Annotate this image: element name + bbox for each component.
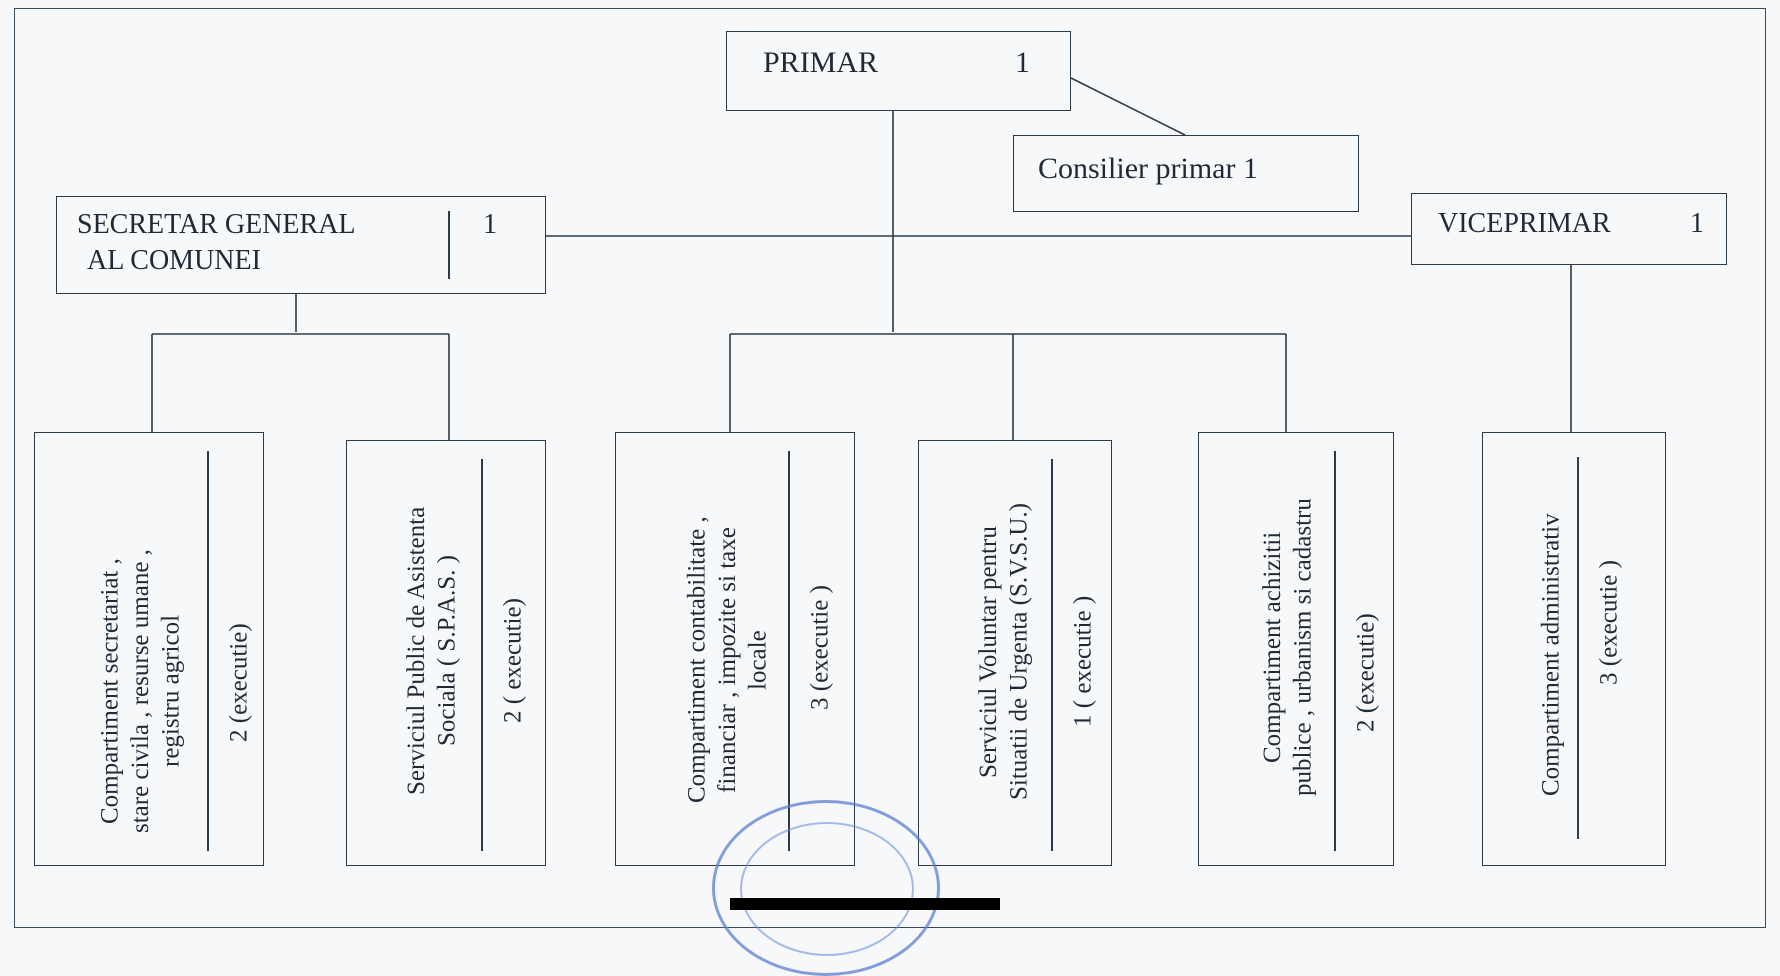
compartment-3-line-2: financiar , impozite si taxe (714, 527, 741, 793)
compartment-4-line-1: Serviciul Voluntar pentru (975, 526, 1002, 778)
compartment-box-3: Compartiment contabilitate , financiar ,… (615, 432, 855, 866)
compartment-box-5: Compartiment achizitii publice , urbanis… (1198, 432, 1394, 866)
compartment-6-divider (1577, 457, 1579, 839)
redaction-bar (730, 898, 1000, 910)
compartment-box-4: Serviciul Voluntar pentru Situatii de Ur… (918, 440, 1112, 866)
secretar-line1: SECRETAR GENERAL (77, 209, 356, 240)
consilier-box: Consilier primar 1 (1013, 135, 1359, 212)
compartment-box-1: Compartiment secretariat , stare civila … (34, 432, 264, 866)
compartment-5-line-1: Compartiment achizitii (1259, 531, 1286, 763)
primar-count: 1 (1015, 46, 1030, 79)
compartment-5-line-2: publice , urbanism si cadastru (1289, 498, 1317, 796)
compartment-6-staff: 3 (executie ) (1595, 560, 1623, 686)
viceprimar-title: VICEPRIMAR (1438, 208, 1611, 239)
compartment-4-line-2: Situatii de Urgenta (S.V.S.U.) (1005, 503, 1033, 801)
secretar-general-box: SECRETAR GENERAL AL COMUNEI 1 (56, 196, 546, 294)
compartment-5-name: Compartiment achizitii publice , urbanis… (1219, 437, 1319, 857)
compartment-4-divider (1051, 459, 1053, 851)
compartment-3-name: Compartiment contabilitate , financiar ,… (638, 463, 774, 857)
compartment-1-staff: 2 (executie) (225, 623, 253, 743)
compartment-1-line-2: stare civila , resurse umane , (127, 549, 154, 833)
compartment-3-divider (788, 451, 790, 851)
primar-box: PRIMAR 1 (726, 31, 1071, 111)
compartment-3-staff: 3 (executie ) (806, 585, 834, 711)
compartment-1-name: Compartiment secretariat , stare civila … (55, 525, 187, 857)
connector-lines (151, 77, 1572, 440)
compartment-2-name: Serviciul Public de Asistenta Sociala ( … (367, 445, 463, 857)
compartment-4-staff: 1 ( executie ) (1069, 595, 1097, 727)
compartment-box-2: Serviciul Public de Asistenta Sociala ( … (346, 440, 546, 866)
compartment-6-name: Compartiment administrativ (1507, 453, 1567, 857)
compartment-box-6: Compartiment administrativ 3 (executie ) (1482, 432, 1666, 866)
compartment-5-staff: 2 (executie) (1352, 613, 1380, 733)
compartment-1-divider (207, 451, 209, 851)
compartment-1-line-3: registru agricol (157, 614, 185, 768)
secretar-line2: AL COMUNEI (87, 245, 261, 276)
viceprimar-count: 1 (1690, 208, 1704, 239)
primar-title: PRIMAR (763, 46, 879, 79)
official-stamp-inner-ring (740, 822, 914, 956)
secretar-divider (448, 211, 450, 279)
compartment-1-line-1: Compartiment secretariat , (96, 558, 124, 824)
compartment-2-divider (481, 459, 483, 851)
compartment-2-line-2: Sociala ( S.P.A.S. ) (433, 555, 461, 747)
compartment-3-line-3: locale (744, 630, 772, 690)
compartment-4-name: Serviciul Voluntar pentru Situatii de Ur… (939, 447, 1035, 857)
compartment-5-divider (1334, 451, 1336, 851)
compartment-2-staff: 2 ( executie) (499, 598, 527, 724)
compartment-3-line-1: Compartiment contabilitate , (683, 516, 711, 804)
compartment-6-line-1: Compartiment administrativ (1537, 513, 1565, 797)
compartment-2-line-1: Serviciul Public de Asistenta (403, 506, 430, 796)
secretar-count: 1 (483, 209, 497, 240)
viceprimar-box: VICEPRIMAR 1 (1411, 193, 1727, 265)
consilier-title: Consilier primar 1 (1038, 152, 1258, 185)
